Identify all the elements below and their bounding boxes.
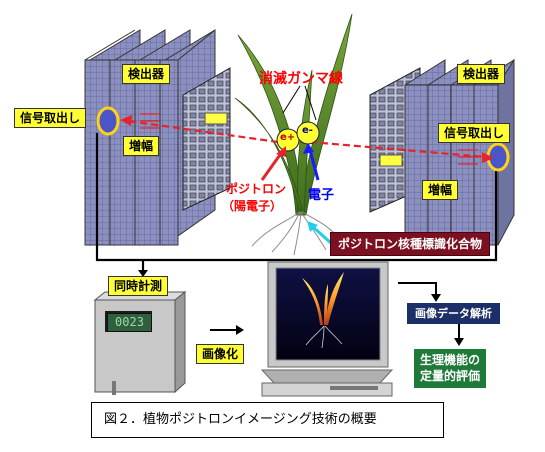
analysis-arrowhead bbox=[431, 294, 441, 302]
counter-display: 0023 bbox=[107, 313, 152, 332]
electron-symbol: e- bbox=[302, 125, 313, 136]
positron-label: ポジトロン bbox=[226, 182, 287, 196]
electron-arrow bbox=[308, 149, 320, 181]
gamma-arrowhead-left bbox=[120, 115, 132, 126]
positron-symbol: e+ bbox=[280, 132, 296, 143]
compound-arrow bbox=[310, 224, 334, 246]
annihilation-pointers bbox=[282, 85, 317, 121]
amp-label-left: 増幅 bbox=[123, 136, 160, 156]
left-crystal-hit bbox=[204, 112, 228, 125]
coincidence-label: 同時計測 bbox=[108, 276, 169, 296]
left-crystal-array bbox=[182, 67, 231, 211]
amp-label-right: 増幅 bbox=[422, 180, 459, 200]
counter-device bbox=[93, 290, 187, 395]
positron-sublabel: （陽電子） bbox=[222, 199, 283, 213]
right-crystal-hit bbox=[379, 154, 403, 167]
right-detector bbox=[369, 58, 515, 246]
imaging-arrowhead bbox=[236, 325, 244, 335]
annihilation-label: 消滅ガンマ線 bbox=[259, 71, 343, 87]
detector-label-left: 検出器 bbox=[122, 64, 171, 84]
signal-lines bbox=[140, 113, 478, 165]
monitor-device bbox=[260, 261, 394, 397]
signal-label-right: 信号取出し bbox=[438, 123, 511, 143]
compound-banner: ポジトロン核種標識化合物 bbox=[330, 232, 491, 256]
gamma-ray-arrows bbox=[127, 119, 487, 159]
gamma-arrowhead-right bbox=[482, 152, 494, 163]
wire-arrowhead bbox=[138, 270, 148, 277]
quant-eval-box: 生理機能の 定量的評価 bbox=[414, 349, 487, 389]
electron-label: 電子 bbox=[308, 188, 335, 203]
analysis-box: 画像データ解析 bbox=[407, 303, 500, 324]
positron-arrowhead bbox=[276, 146, 286, 157]
positron-arrow bbox=[260, 151, 284, 181]
imaging-label: 画像化 bbox=[196, 344, 245, 364]
analysis-arrow bbox=[398, 282, 437, 296]
quant-eval-line2: 定量的評価 bbox=[420, 368, 481, 383]
detector-label-right: 検出器 bbox=[457, 64, 506, 84]
left-photomultiplier-icon bbox=[96, 106, 120, 136]
evaluation-arrowhead bbox=[454, 338, 464, 346]
electron-arrowhead bbox=[303, 143, 314, 154]
signal-label-left: 信号取出し bbox=[14, 108, 87, 128]
compound-arrowhead bbox=[307, 221, 318, 232]
figure-caption: 図２．植物ポジトロンイメージング技術の概要 bbox=[91, 402, 444, 438]
quant-eval-line1: 生理機能の bbox=[420, 353, 481, 367]
